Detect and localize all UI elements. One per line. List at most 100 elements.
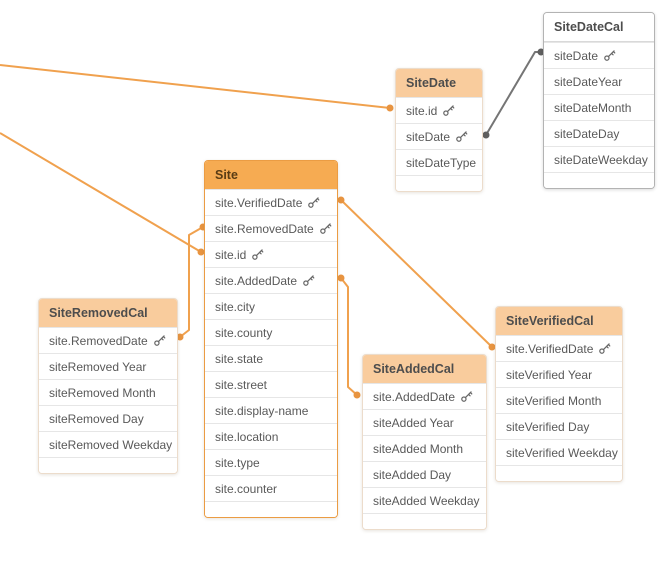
connector-site-to-siteaddedcal (340, 277, 358, 396)
table-header: SiteDate (396, 69, 482, 97)
field-row: siteAdded Year (363, 409, 486, 435)
field-row: siteDateWeekday (544, 146, 654, 172)
connector-site-to-siteverifiedcal (340, 199, 493, 348)
field-label: siteAdded Month (373, 441, 464, 456)
key-icon (443, 105, 455, 116)
connector-site-to-siteremovedcal (179, 226, 204, 338)
connector-dot (353, 391, 361, 399)
field-row: siteRemoved Month (39, 379, 177, 405)
field-row: siteAdded Weekday (363, 487, 486, 513)
table-sitedatecal[interactable]: SiteDateCal siteDate siteDateYear siteDa… (543, 12, 655, 189)
field-label: site.id (215, 247, 247, 262)
field-label: siteAdded Year (373, 415, 454, 430)
field-row: site.AddedDate (205, 267, 337, 293)
empty-row (363, 513, 486, 529)
field-row: siteVerified Year (496, 361, 622, 387)
connector-dot (386, 104, 394, 112)
field-row: siteDateType (396, 149, 482, 175)
field-label: site.street (215, 377, 268, 392)
field-row: siteRemoved Weekday (39, 431, 177, 457)
field-row: site.state (205, 345, 337, 371)
key-icon (599, 343, 611, 354)
field-row: site.counter (205, 475, 337, 501)
field-label: site.state (215, 351, 264, 366)
table-site[interactable]: Site site.VerifiedDate site.RemovedDate … (204, 160, 338, 518)
field-row: site.VerifiedDate (496, 335, 622, 361)
field-label: siteDate (406, 129, 451, 144)
empty-row (496, 465, 622, 481)
table-header: SiteAddedCal (363, 355, 486, 383)
field-row: site.RemovedDate (205, 215, 337, 241)
field-row: site.RemovedDate (39, 327, 177, 353)
table-sitedate[interactable]: SiteDate site.id siteDate siteDateType (395, 68, 483, 192)
field-label: siteAdded Day (373, 467, 452, 482)
field-row: siteDateDay (544, 120, 654, 146)
field-label: site.RemovedDate (49, 333, 148, 348)
field-label: siteDateWeekday (554, 152, 648, 167)
field-row: siteVerified Weekday (496, 439, 622, 465)
key-icon (461, 391, 473, 402)
key-icon (303, 275, 315, 286)
key-icon (456, 131, 468, 142)
field-label: siteDate (554, 48, 599, 63)
field-label: site.VerifiedDate (215, 195, 303, 210)
connector-sitedate-to-sitedatecal (482, 48, 545, 139)
field-row: siteDateYear (544, 68, 654, 94)
field-label: siteAdded Weekday (373, 493, 480, 508)
field-row: site.type (205, 449, 337, 475)
key-icon (308, 197, 320, 208)
field-label: siteVerified Day (506, 419, 590, 434)
connector-offscreen-to-sitedate-id (0, 64, 391, 109)
field-row: siteRemoved Year (39, 353, 177, 379)
field-row: siteVerified Day (496, 413, 622, 439)
field-label: siteDateYear (554, 74, 623, 89)
field-label: site.AddedDate (215, 273, 298, 288)
field-label: site.type (215, 455, 260, 470)
field-row: siteDateMonth (544, 94, 654, 120)
field-label: siteRemoved Day (49, 411, 144, 426)
field-label: site.RemovedDate (215, 221, 314, 236)
field-row: site.id (396, 97, 482, 123)
table-siteverifiedcal[interactable]: SiteVerifiedCal site.VerifiedDate siteVe… (495, 306, 623, 482)
field-row: siteAdded Day (363, 461, 486, 487)
field-label: siteVerified Year (506, 367, 593, 382)
field-row: siteRemoved Day (39, 405, 177, 431)
field-row: site.city (205, 293, 337, 319)
field-label: site.location (215, 429, 279, 444)
field-row: site.id (205, 241, 337, 267)
table-header: SiteRemovedCal (39, 299, 177, 327)
connector-dot (337, 274, 345, 282)
field-label: site.city (215, 299, 256, 314)
empty-row (544, 172, 654, 188)
field-label: siteDateDay (554, 126, 620, 141)
field-row: site.AddedDate (363, 383, 486, 409)
field-label: siteRemoved Weekday (49, 437, 173, 452)
table-siteaddedcal[interactable]: SiteAddedCal site.AddedDate siteAdded Ye… (362, 354, 487, 530)
empty-row (39, 457, 177, 473)
field-label: site.counter (215, 481, 278, 496)
field-label: site.AddedDate (373, 389, 456, 404)
field-row: site.street (205, 371, 337, 397)
table-header: Site (205, 161, 337, 189)
table-header: SiteVerifiedCal (496, 307, 622, 335)
field-row: site.location (205, 423, 337, 449)
table-siteremovedcal[interactable]: SiteRemovedCal site.RemovedDate siteRemo… (38, 298, 178, 474)
field-row: site.display-name (205, 397, 337, 423)
connector-dot (337, 196, 345, 204)
field-row: siteAdded Month (363, 435, 486, 461)
field-row: siteVerified Month (496, 387, 622, 413)
field-row: siteDate (396, 123, 482, 149)
table-header: SiteDateCal (544, 13, 654, 42)
field-label: siteRemoved Year (49, 359, 147, 374)
field-label: siteVerified Weekday (506, 445, 618, 460)
field-label: site.display-name (215, 403, 309, 418)
connector-offscreen-to-site-id (0, 132, 202, 253)
key-icon (153, 335, 166, 346)
field-label: site.county (215, 325, 273, 340)
field-label: siteDateType (406, 155, 477, 170)
field-label: siteVerified Month (506, 393, 602, 408)
empty-row (205, 501, 337, 517)
field-row: siteDate (544, 42, 654, 68)
field-label: site.VerifiedDate (506, 341, 594, 356)
